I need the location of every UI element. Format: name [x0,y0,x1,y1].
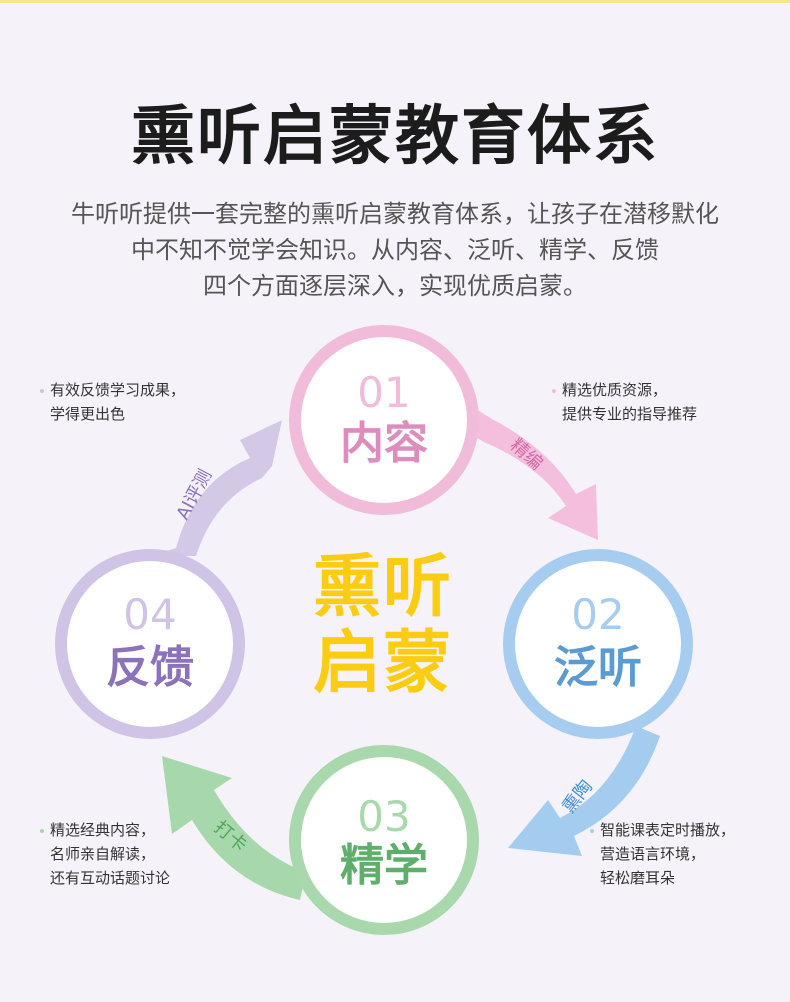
note-top-right: 精选优质资源， 提供专业的指导推荐 [552,378,697,426]
bullet-dot [590,828,594,833]
step-number-listening: 02 [571,590,625,639]
circle-study [289,745,479,935]
center-text-line-2: 启蒙 [312,624,453,703]
bullet-dot [40,828,44,833]
note-text: 营造语言环境， [600,845,706,863]
step-label-content: 内容 [340,418,428,469]
circle-listening [503,549,693,739]
circle-content [289,325,479,515]
note-text: 轻松磨耳朵 [600,869,676,887]
bullet-dot [552,388,556,393]
note-text: 精选优质资源， [562,381,668,399]
step-label-feedback: 反馈 [106,642,194,693]
note-top-left: 有效反馈学习成果， 学得更出色 [40,378,185,426]
note-bottom-left: 精选经典内容， 名师亲自解读， 还有互动话题讨论 [40,818,170,890]
step-label-study: 精学 [340,840,428,891]
step-number-feedback: 04 [123,590,177,639]
bullet-dot [40,388,44,393]
top-accent-line [0,0,790,3]
note-text: 学得更出色 [50,405,126,423]
step-number-content: 01 [357,368,411,417]
intro-line-2: 中不知不觉学会知识。从内容、泛听、精学、反馈 [131,236,659,264]
step-number-study: 03 [357,792,411,841]
arrow-content-to-listening [460,404,598,540]
note-text: 智能课表定时播放， [600,821,736,839]
arrow-study-to-feedback [162,756,306,900]
arrow-listening-to-study [508,726,660,856]
center-text-line-1: 熏听 [312,548,453,627]
intro-line-3: 四个方面逐层深入，实现优质启蒙。 [203,272,587,300]
arrow-feedback-to-content [150,420,282,556]
note-text: 精选经典内容， [50,821,156,839]
intro-line-1: 牛听听提供一套完整的熏听启蒙教育体系，让孩子在潜移默化 [71,200,719,228]
note-text: 还有互动话题讨论 [50,869,171,887]
note-text: 名师亲自解读， [50,845,156,863]
note-bottom-right: 智能课表定时播放， 营造语言环境， 轻松磨耳朵 [590,818,735,890]
page-title: 熏听启蒙教育体系 [131,100,659,174]
note-text: 提供专业的指导推荐 [562,405,698,423]
circle-feedback [55,549,245,739]
note-text: 有效反馈学习成果， [50,381,186,399]
step-label-listening: 泛听 [554,642,642,693]
